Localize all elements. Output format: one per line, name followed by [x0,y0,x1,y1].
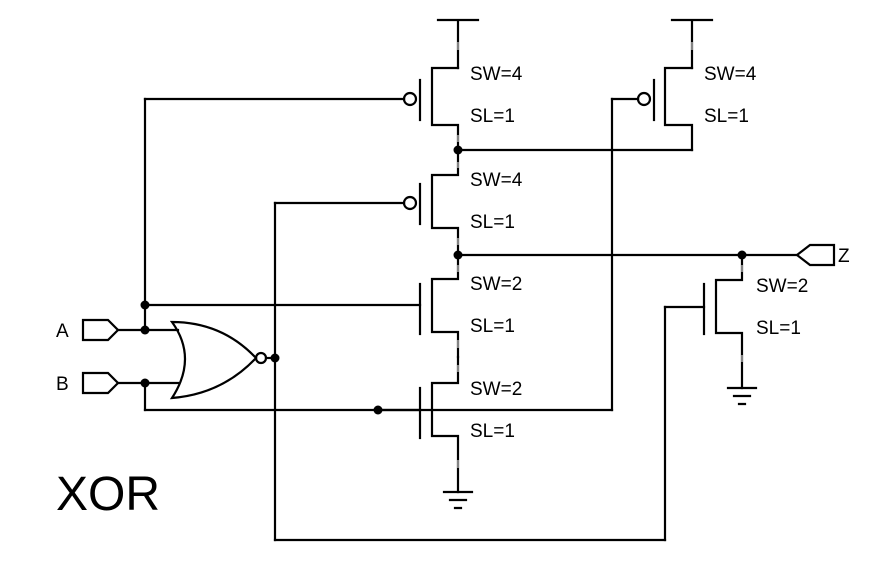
output-port-z: Z [795,243,850,267]
diagram-title: XOR [56,468,160,521]
p1-width-label: SW=4 [470,64,523,85]
pmos-transistor-p2 [612,42,694,152]
p2-width-label: SW=4 [704,64,757,85]
n3-length-label: SL=1 [756,318,801,339]
n2-length-label: SL=1 [470,421,515,442]
ground-symbol-left [442,490,474,510]
p3-length-label: SL=1 [470,212,515,233]
input-port-b: B [56,371,120,395]
n3-width-label: SW=2 [756,276,808,297]
input-port-a: A [56,318,120,342]
n2-width-label: SW=2 [470,379,522,400]
nmos-transistor-n2 [418,355,460,494]
junction-dots [140,145,747,415]
input-a-label: A [56,321,69,342]
input-b-label: B [56,374,69,395]
p1-length-label: SL=1 [470,106,515,127]
pmos-transistor-p3 [375,148,460,257]
p3-width-label: SW=4 [470,170,523,191]
nor-gate [169,320,268,400]
n1-length-label: SL=1 [470,316,515,337]
p2-length-label: SL=1 [704,106,749,127]
ground-symbol-right [726,386,758,406]
pmos-transistor-p1 [375,42,460,152]
output-z-label: Z [838,246,850,267]
nmos-transistor-n3 [665,253,744,390]
n1-width-label: SW=2 [470,274,522,295]
